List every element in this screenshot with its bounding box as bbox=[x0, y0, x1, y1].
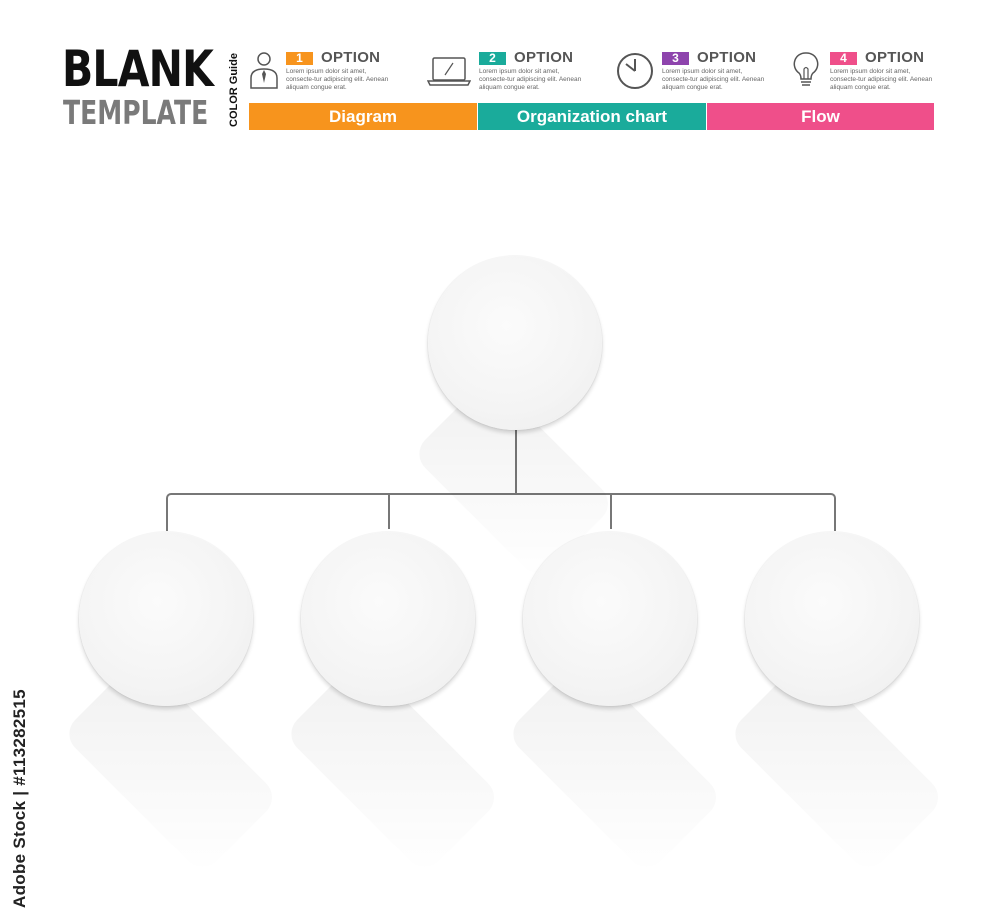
option-1-description: Lorem ipsum dolor sit amet, consecte-tur… bbox=[286, 68, 389, 91]
child-3-connector bbox=[610, 494, 612, 529]
lightbulb-icon bbox=[793, 52, 819, 86]
option-4: 4 OPTION Lorem ipsum dolor sit amet, con… bbox=[790, 48, 960, 96]
stock-id-label: Adobe Stock | #113282515 bbox=[10, 689, 29, 908]
title-blank: BLANK bbox=[62, 40, 214, 98]
option-3-description: Lorem ipsum dolor sit amet, consecte-tur… bbox=[662, 68, 765, 91]
option-1: 1 OPTION Lorem ipsum dolor sit amet, con… bbox=[248, 48, 418, 96]
option-4-number: 4 bbox=[830, 52, 857, 65]
root-connector bbox=[515, 430, 517, 493]
bar-flow: Flow bbox=[707, 103, 934, 130]
clock-icon bbox=[617, 53, 653, 89]
bar-organization-chart: Organization chart bbox=[478, 103, 706, 130]
laptop-icon bbox=[427, 57, 471, 86]
option-3-label: OPTION bbox=[697, 49, 757, 66]
org-root-node bbox=[428, 256, 602, 430]
title-template: TEMPLATE bbox=[63, 93, 209, 132]
org-child-node-3 bbox=[523, 532, 697, 706]
option-2-label: OPTION bbox=[514, 49, 574, 66]
child-2-connector bbox=[388, 494, 390, 529]
option-4-description: Lorem ipsum dolor sit amet, consecte-tur… bbox=[830, 68, 933, 91]
option-1-number: 1 bbox=[286, 52, 313, 65]
color-guide-label: COLOR Guide bbox=[228, 53, 240, 127]
option-3-number: 3 bbox=[662, 52, 689, 65]
branch-connector bbox=[166, 493, 836, 531]
org-child-node-1 bbox=[79, 532, 253, 706]
option-4-label: OPTION bbox=[865, 49, 925, 66]
bar-diagram: Diagram bbox=[249, 103, 477, 130]
option-2: 2 OPTION Lorem ipsum dolor sit amet, con… bbox=[427, 48, 597, 96]
option-1-label: OPTION bbox=[321, 49, 381, 66]
org-child-node-2 bbox=[301, 532, 475, 706]
org-child-node-4 bbox=[745, 532, 919, 706]
businessman-icon bbox=[250, 52, 278, 89]
option-2-description: Lorem ipsum dolor sit amet, consecte-tur… bbox=[479, 68, 582, 91]
option-2-number: 2 bbox=[479, 52, 506, 65]
option-3: 3 OPTION Lorem ipsum dolor sit amet, con… bbox=[616, 48, 786, 96]
